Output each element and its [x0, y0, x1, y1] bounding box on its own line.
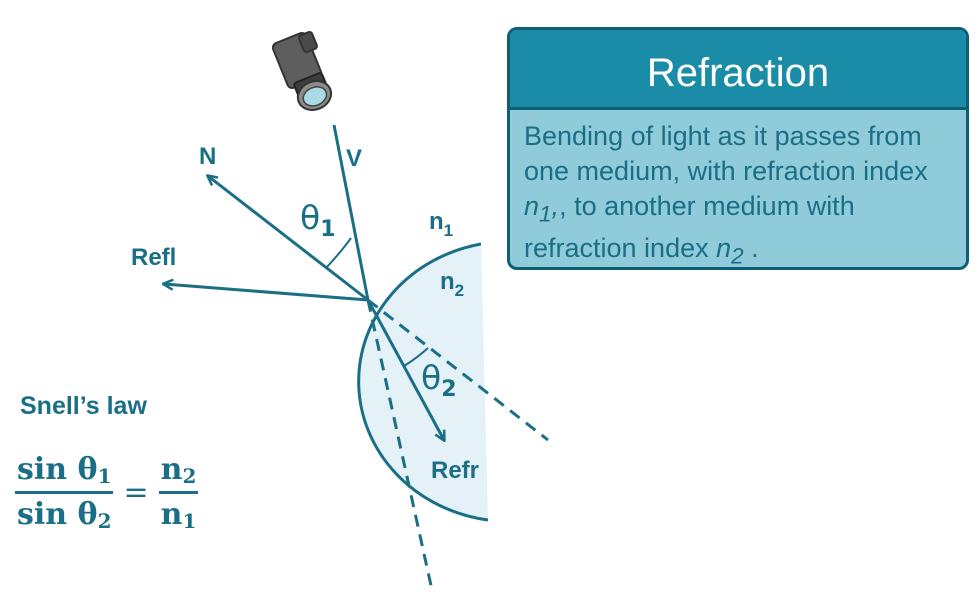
theta1-arc [325, 237, 352, 269]
definition-title: Refraction [510, 30, 966, 110]
medium-region [358, 244, 488, 520]
snell-law-formula: sin θ1 sin θ2 = n2 n1 [15, 452, 199, 533]
n1-label: n1 [429, 208, 453, 240]
n2-label: n2 [440, 268, 464, 300]
theta2-label: θ2 [421, 358, 457, 402]
equals-sign: = [123, 475, 149, 510]
refraction-vector [366, 299, 444, 440]
refraction-label: Refr [431, 457, 479, 484]
refraction-definition-box: Refraction Bending of light as it passes… [507, 27, 969, 270]
medium-boundary [357, 242, 489, 522]
definition-text: Bending of light as it passes from one m… [524, 121, 928, 269]
reflection-label: Refl [131, 244, 176, 271]
incident-extension-line [367, 298, 549, 442]
theta1-label: θ1 [300, 198, 336, 242]
normal-label: N [199, 143, 216, 170]
reflection-vector [164, 284, 369, 302]
view-label: V [346, 145, 362, 172]
normal-vector [208, 176, 369, 302]
sine-ratio: sin θ1 sin θ2 [15, 452, 114, 533]
camera-icon [271, 30, 333, 111]
index-ratio: n2 n1 [158, 452, 199, 533]
normal-extension-line [366, 299, 434, 591]
snell-law-title: Snell’s law [20, 392, 147, 420]
theta2-arc [403, 347, 429, 367]
view-ray [332, 124, 370, 301]
